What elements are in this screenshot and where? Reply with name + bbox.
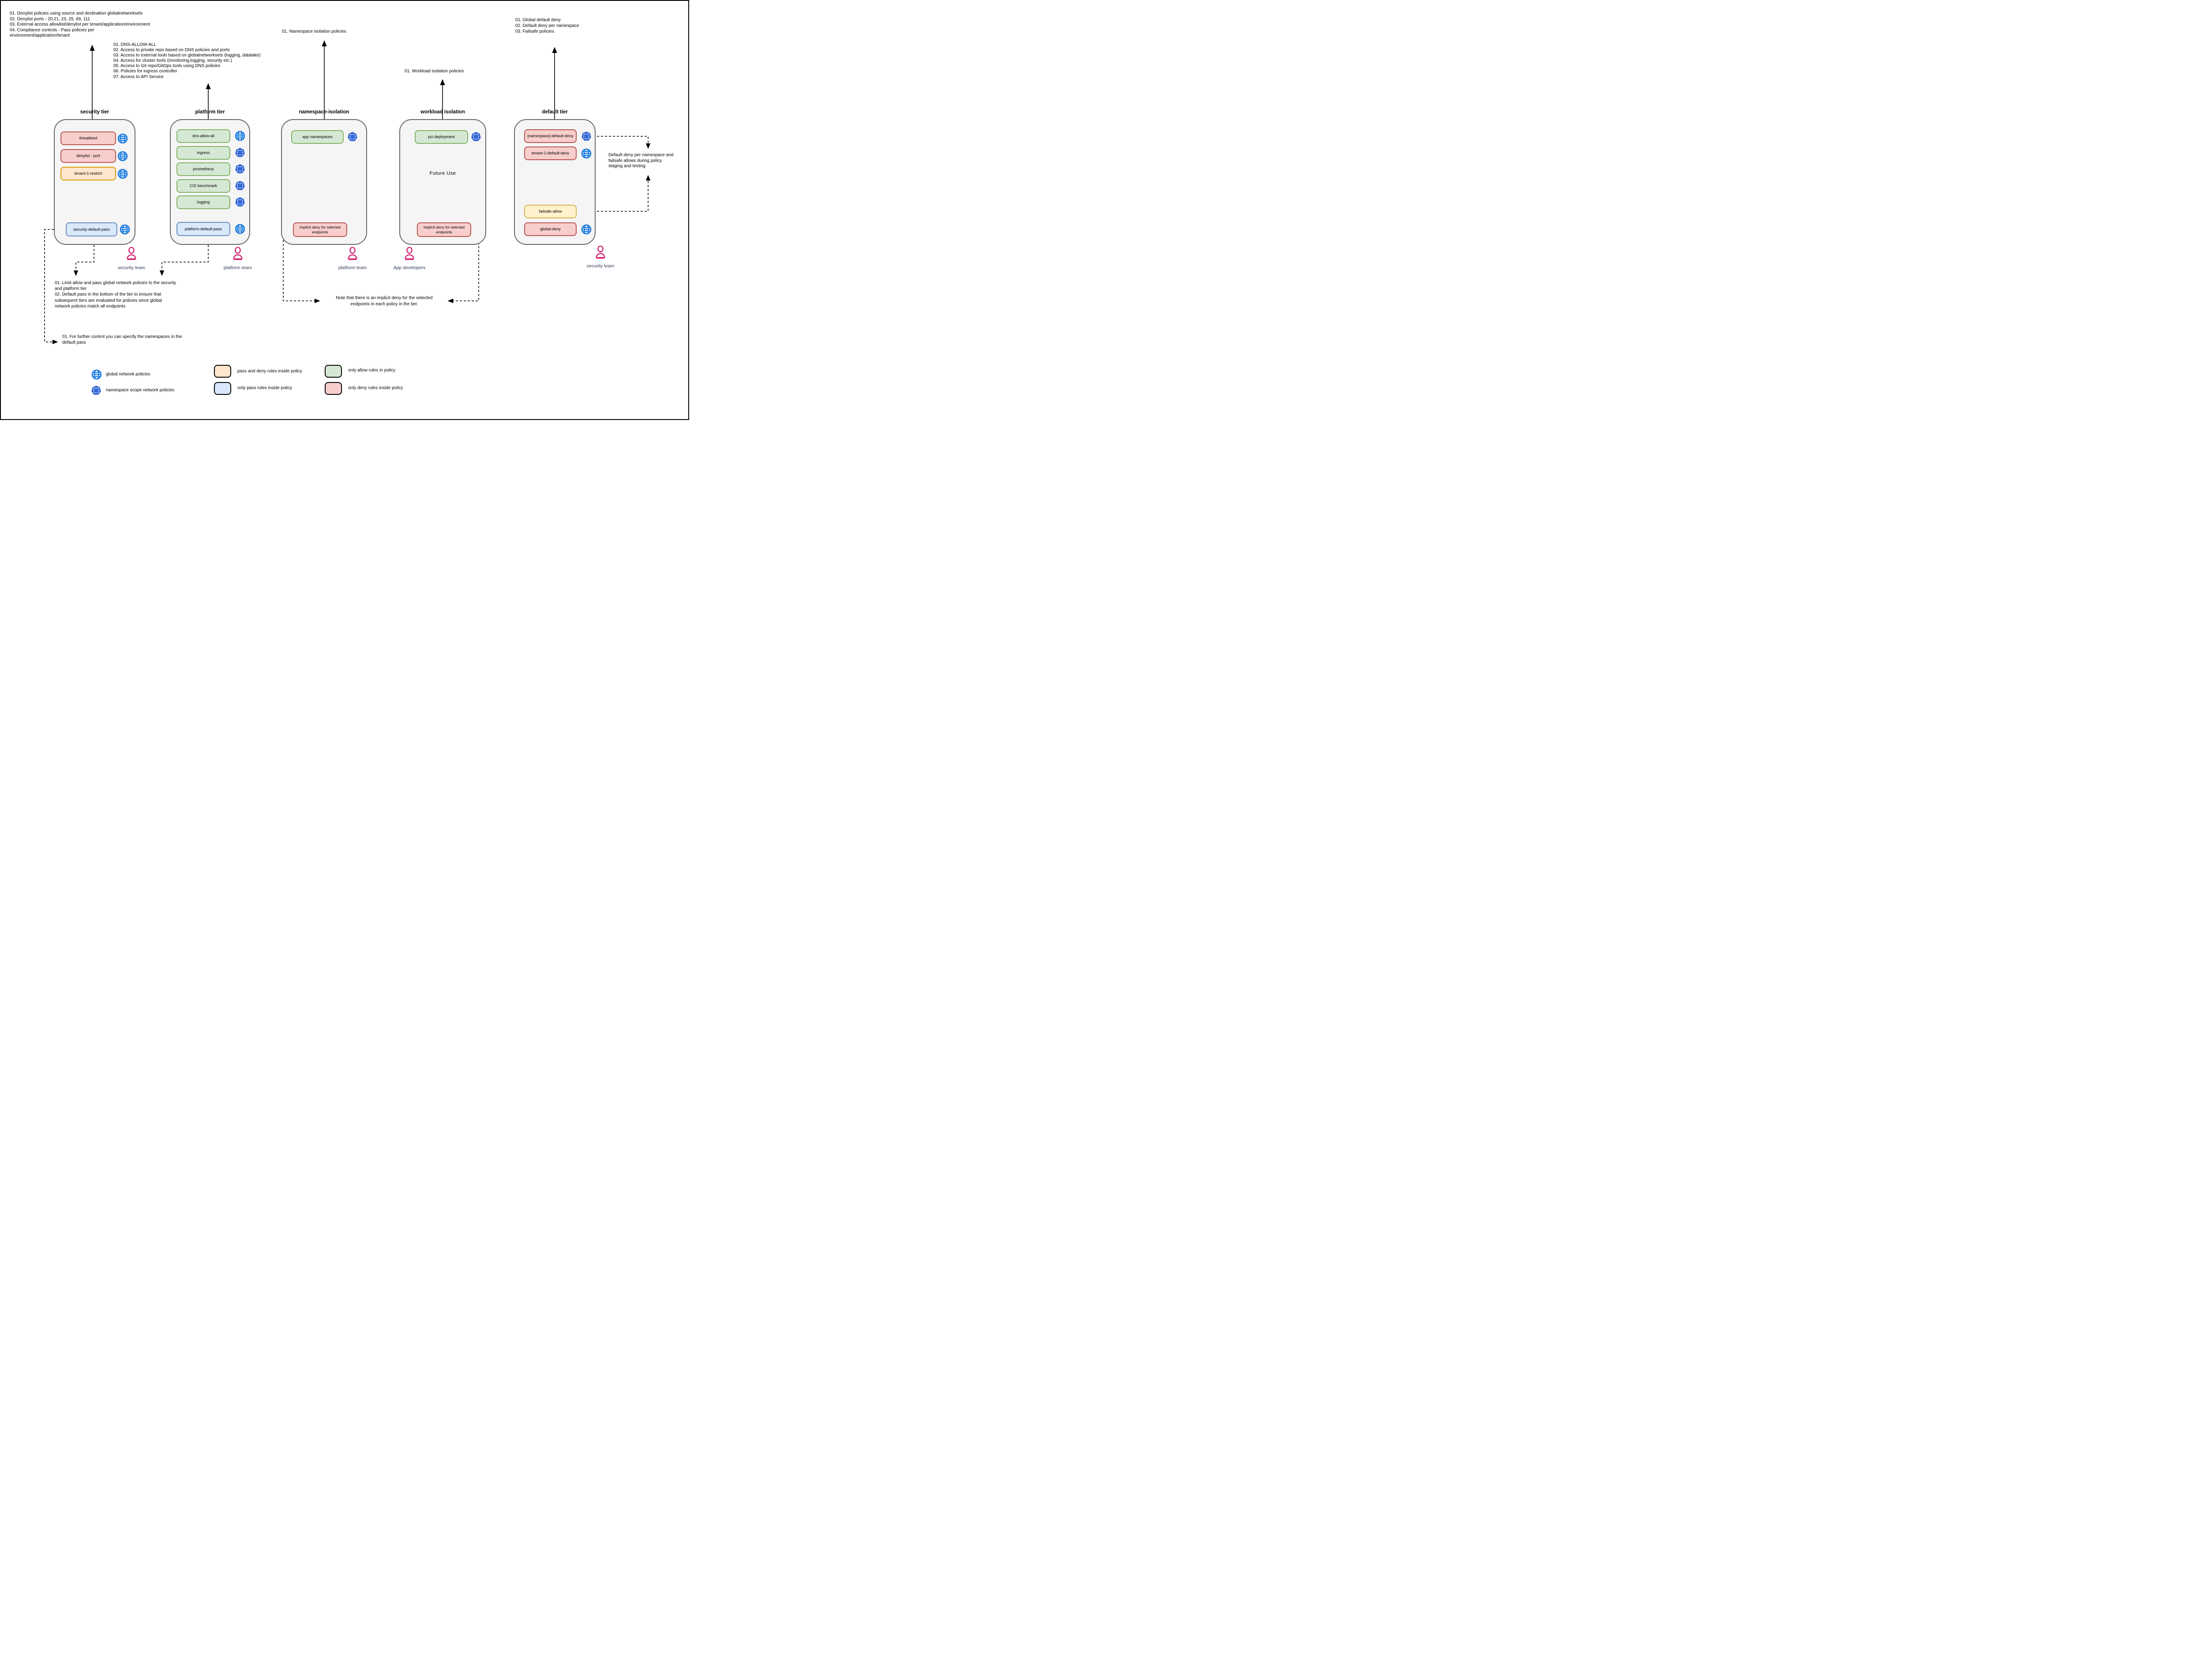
global-policy-icon <box>117 151 128 161</box>
team-label-platform-2: platform team <box>338 265 367 270</box>
global-policy-legend-icon <box>91 369 102 380</box>
namespace-tier-note: 01. Namespace isolation policies <box>282 29 346 34</box>
namespace-policy-legend-icon <box>91 385 101 395</box>
policy-workload-implicit-deny: implicit deny for selected endpoints <box>417 222 471 237</box>
global-policy-icon <box>581 148 592 159</box>
policy-ingress: ingress <box>176 146 230 160</box>
tier-title-platform: platform tier <box>195 109 225 115</box>
connector-security-pass-note <box>73 245 94 276</box>
global-policy-icon <box>235 224 245 234</box>
team-label-security-2: security team <box>586 263 615 269</box>
namespace-policy-icon <box>235 197 245 207</box>
legend-allow-swatch <box>325 365 342 378</box>
person-icon <box>233 247 243 260</box>
global-policy-icon <box>120 224 130 235</box>
policy-app-namespaces: app namespaces <box>291 130 344 144</box>
future-use-label: Future Use <box>429 171 456 176</box>
global-policy-icon <box>235 131 245 141</box>
global-policy-icon <box>117 169 128 179</box>
legend-passdeny-swatch <box>214 365 231 378</box>
platform-tier-notes: 01. DNS-ALLOW-ALL 02. Access to private … <box>113 42 261 79</box>
default-tier-notes: 01. Global default deny 02. Default deny… <box>515 18 579 34</box>
tier-title-namespace-isolation: namespace-isolation <box>299 109 349 115</box>
team-label-security-1: security team <box>117 265 146 270</box>
namespace-policy-icon <box>235 180 245 191</box>
legend-passdeny-label: pass and deny rules inside policy <box>237 369 302 374</box>
legend-global-label: global network policies <box>106 372 150 377</box>
team-label-app-developers: App developers <box>393 265 426 270</box>
implicit-deny-note: Note that there is an implicit deny for … <box>336 296 433 307</box>
tier-title-workload-isolation: workload isolation <box>420 109 465 115</box>
policy-failsafe-allow: failsafe-allow <box>524 205 577 218</box>
policy-cis-benchmark: CIS benchmark <box>176 179 230 193</box>
policy-global-deny: global-deny <box>524 222 577 236</box>
legend-deny-swatch <box>325 382 342 395</box>
policy-threatfeed: threatfeed <box>60 131 116 145</box>
legend-deny-label: only deny rules inside policy <box>348 386 403 390</box>
staging-testing-note: Default deny per namespace and failsafe … <box>608 153 674 169</box>
tier-title-security: security tier <box>80 109 109 115</box>
legend-allow-label: only allow rules in policy <box>348 368 396 373</box>
policy-tenant-1-default-deny: tenant-1-default-deny <box>524 146 577 160</box>
policy-namespace-default-deny: [namespace]-default-deny <box>524 129 577 143</box>
connector-platform-pass-note <box>159 245 209 276</box>
policy-platform-default-pass: platform-default-pass <box>176 222 230 236</box>
further-control-note: 01. For further control you can specify … <box>62 334 182 345</box>
legend-namespace-label: namespace scope network policies <box>106 388 175 393</box>
person-icon <box>595 246 606 259</box>
namespace-policy-icon <box>347 131 358 142</box>
policy-denylist-port: denylist - port <box>60 149 116 163</box>
namespace-policy-icon <box>235 164 245 174</box>
diagram-canvas: 01. Denylist policies using source and d… <box>0 0 689 420</box>
policy-logging: logging <box>176 195 230 209</box>
person-icon <box>126 247 137 260</box>
security-tier-notes: 01. Denylist policies using source and d… <box>10 11 150 38</box>
person-icon <box>404 247 415 260</box>
legend-pass-swatch <box>214 382 231 395</box>
limit-pass-note: 01. Limit allow and pass global network … <box>55 281 176 309</box>
policy-ns-implicit-deny: implicit deny for selected endpoints <box>293 222 347 237</box>
global-policy-icon <box>581 224 592 235</box>
policy-dns-allow-all: dns-allow-all <box>176 129 230 143</box>
namespace-policy-icon <box>235 147 245 158</box>
policy-security-default-pass: security-default-pass <box>66 222 117 236</box>
tier-title-default: default tier <box>542 109 568 115</box>
workload-tier-note: 01. Workload isolation policies <box>405 69 464 74</box>
namespace-policy-icon <box>471 131 481 142</box>
legend-pass-label: only pass rules inside policy <box>237 386 292 390</box>
policy-pci-deployment: pci deployment <box>415 130 468 144</box>
global-policy-icon <box>117 133 128 144</box>
namespace-policy-icon <box>581 131 592 141</box>
policy-tenant-1-restrict: tenant-1-restrict <box>60 167 116 180</box>
policy-prometheus: prometheus <box>176 162 230 176</box>
team-label-platform-1: platform team <box>223 265 252 270</box>
person-icon <box>347 247 358 260</box>
